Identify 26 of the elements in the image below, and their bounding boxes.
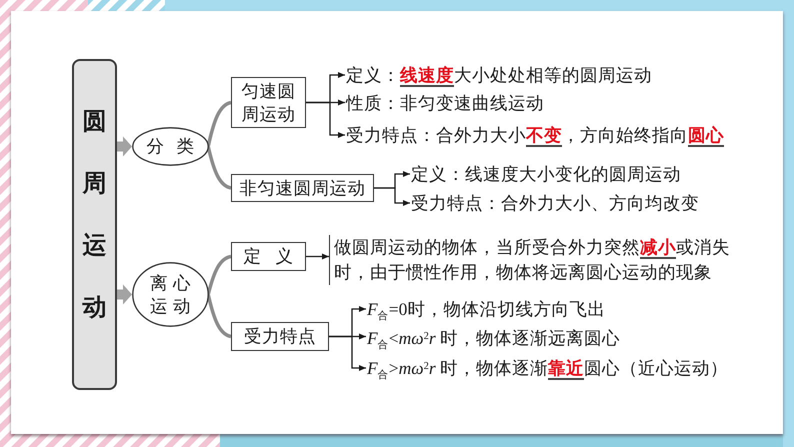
- arrow: [329, 336, 366, 371]
- concept-box: 匀速圆周运动: [231, 77, 306, 128]
- block-arrow: [117, 136, 132, 156]
- concept-box: 受力特点: [231, 322, 329, 351]
- arrow: [374, 187, 410, 206]
- concept-box: 定义: [231, 242, 306, 271]
- arrow: [306, 102, 345, 138]
- category-ellipse: 离心运动: [132, 262, 209, 327]
- curved-connector: [206, 294, 232, 338]
- title-box: 圆周运动: [72, 59, 117, 390]
- note-text: 定义：线速度大小处处相等的圆周运动: [345, 63, 652, 87]
- note-text: 受力特点：合外力大小不变，方向始终指向圆心: [345, 123, 724, 147]
- note-text: F$_{合}$>mω$^{2}$r 时，物体逐渐靠近圆心（近心运动）: [366, 356, 728, 380]
- arrow: [306, 254, 329, 260]
- curved-connector: [206, 146, 232, 190]
- curved-connector: [206, 100, 232, 147]
- definition-text: 做圆周运动的物体，当所受合外力突然减小或消失时，由于惯性作用，物体将远离圆心运动的现象: [329, 234, 739, 284]
- block-arrow: [117, 284, 132, 304]
- curved-connector: [206, 254, 232, 295]
- category-ellipse: 分类: [132, 127, 209, 166]
- note-text: 受力特点：合外力大小、方向均改变: [410, 191, 699, 215]
- concept-box: 非匀速圆周运动: [231, 174, 374, 202]
- note-text: F$_{合}$<mω$^{2}$r 时，物体逐渐远离圆心: [366, 326, 620, 350]
- note-text: 性质：非匀变速曲线运动: [345, 91, 544, 115]
- note-text: 定义：线速度大小变化的圆周运动: [410, 162, 681, 186]
- note-text: F$_{合}$=0时，物体沿切线方向飞出: [366, 297, 606, 321]
